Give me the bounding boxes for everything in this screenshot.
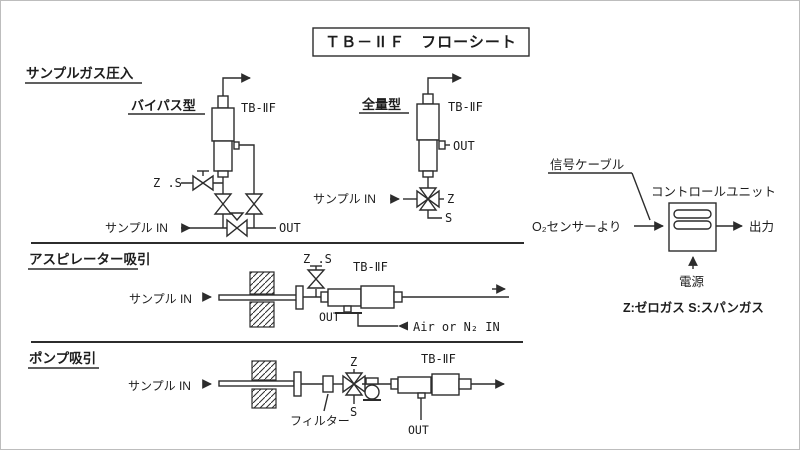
- section-aspirator-suction: アスピレーター吸引 サンプル IN Z .S TB-ⅡF: [28, 252, 509, 334]
- title-box: [312, 27, 530, 57]
- four-way-valve-icon: [342, 372, 366, 396]
- section-heading: アスピレーター吸引: [29, 252, 151, 267]
- power-label: 電源: [679, 275, 705, 289]
- flange: [293, 371, 302, 397]
- device-label: TB-ⅡF: [421, 352, 456, 366]
- air-pipe: [357, 313, 398, 327]
- sensor-body: [416, 93, 446, 178]
- sample-in-label: サンプル IN: [129, 292, 192, 306]
- page-title: ＴＢ－ⅡＦ フローシート: [325, 34, 517, 51]
- wall-hatch: [251, 360, 277, 409]
- section-pump-suction: ポンプ吸引 サンプル IN フィルター Z S: [28, 350, 505, 437]
- outlet-arrow: [427, 73, 462, 94]
- pump-icon: [363, 377, 381, 401]
- signal-cable-label: 信号ケーブル: [550, 157, 624, 172]
- wall-hatch: [249, 271, 275, 328]
- three-way-valve-icon: [226, 212, 248, 238]
- sample-in-label: サンプル IN: [105, 221, 168, 235]
- out-label: OUT: [279, 221, 301, 235]
- s-label: S: [350, 405, 357, 419]
- out-label: OUT: [408, 423, 429, 437]
- control-unit-assembly: 信号ケーブル コントロールユニット O₂センサーより 出力 電源 Z:ゼロガス …: [532, 157, 776, 315]
- out-label: OUT: [453, 139, 475, 153]
- sample-in-label: サンプル IN: [313, 192, 376, 206]
- title-block: ＴＢ－ⅡＦ フローシート: [312, 27, 530, 57]
- leader-line: [631, 172, 651, 221]
- filter-label: フィルター: [290, 414, 350, 428]
- section-sample-gas-pressure: サンプルガス圧入 バイパス型 TB-ⅡF: [25, 66, 483, 238]
- gate-valve-icon: [213, 193, 233, 215]
- bypass-type-label: バイパス型: [131, 98, 196, 113]
- bypass-type-assembly: バイパス型 TB-ⅡF: [105, 73, 301, 238]
- out-label: OUT: [319, 310, 340, 324]
- display-slot: [673, 220, 712, 230]
- z-label: Z: [447, 192, 454, 206]
- out-nozzle: [417, 392, 426, 399]
- output-label: 出力: [749, 220, 774, 234]
- s-label: S: [445, 211, 452, 225]
- needle-valve-icon: [306, 265, 326, 289]
- device-label: TB-ⅡF: [448, 100, 483, 114]
- zs-label: Z .S: [153, 176, 182, 190]
- leader-line: [323, 393, 329, 412]
- z-label: Z: [350, 355, 357, 369]
- control-unit-label: コントロールユニット: [651, 185, 776, 199]
- full-flow-type-label: 全量型: [361, 97, 401, 112]
- device-label: TB-ⅡF: [353, 260, 388, 274]
- side-nozzle: [233, 141, 240, 150]
- from-o2-sensor-label: O₂センサーより: [532, 220, 621, 234]
- display-slot: [673, 209, 712, 219]
- flange: [295, 285, 304, 310]
- sample-in-label: サンプル IN: [128, 379, 191, 393]
- filter-icon: [322, 375, 334, 393]
- out-nozzle: [438, 140, 446, 150]
- probe-pipe: [218, 380, 295, 387]
- out-nozzle: [343, 305, 352, 313]
- sensor-body: [390, 373, 472, 396]
- device-label: TB-ⅡF: [241, 101, 276, 115]
- four-way-valve-icon: [416, 187, 440, 211]
- zs-label: Z .S: [303, 252, 332, 266]
- sensor-body: [320, 285, 403, 309]
- gas-legend: Z:ゼロガス S:スパンガス: [623, 300, 764, 315]
- s-pipe: [427, 210, 442, 219]
- air-in-arrow: [398, 321, 408, 331]
- full-flow-type-assembly: 全量型 TB-ⅡF OUT サンプル IN: [313, 73, 483, 225]
- needle-valve-icon: [192, 170, 214, 192]
- outlet-arrow: [222, 73, 251, 96]
- probe-pipe: [218, 294, 298, 301]
- section-heading: サンプルガス圧入: [26, 66, 134, 81]
- section-heading: ポンプ吸引: [29, 350, 96, 366]
- sensor-body: [211, 95, 240, 178]
- air-in-label: Air or N₂ IN: [413, 320, 500, 334]
- gate-valve-icon: [244, 193, 264, 215]
